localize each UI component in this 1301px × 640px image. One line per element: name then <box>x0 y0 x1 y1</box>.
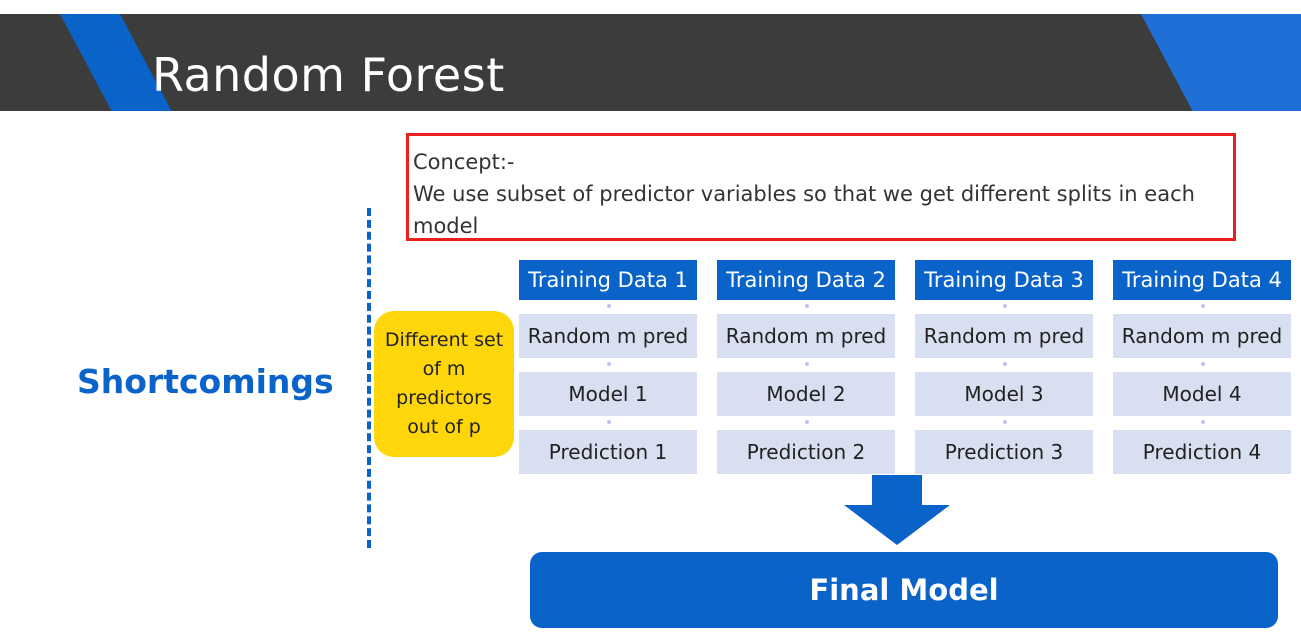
title-accent-right <box>1141 14 1301 111</box>
random-pred-box: Random m pred <box>519 314 697 358</box>
connector <box>1113 358 1291 372</box>
connector <box>1113 300 1291 314</box>
connector <box>915 300 1093 314</box>
model-box: Model 3 <box>915 372 1093 416</box>
slide-title: Random Forest <box>152 48 505 102</box>
concept-text: We use subset of predictor variables so … <box>413 182 1195 238</box>
pipeline-column-2: Training Data 2 Random m pred Model 2 Pr… <box>717 260 895 474</box>
training-data-box: Training Data 4 <box>1113 260 1291 300</box>
prediction-box: Prediction 3 <box>915 430 1093 474</box>
prediction-box: Prediction 2 <box>717 430 895 474</box>
concept-label: Concept:- <box>413 150 515 174</box>
training-data-box: Training Data 2 <box>717 260 895 300</box>
connector <box>1113 416 1291 430</box>
down-arrow-icon <box>844 475 950 545</box>
connector <box>519 358 697 372</box>
pipeline-column-3: Training Data 3 Random m pred Model 3 Pr… <box>915 260 1093 474</box>
connector <box>717 300 895 314</box>
random-pred-box: Random m pred <box>1113 314 1291 358</box>
final-model-box: Final Model <box>530 552 1278 628</box>
shortcomings-heading: Shortcomings <box>77 362 334 401</box>
model-box: Model 4 <box>1113 372 1291 416</box>
training-data-box: Training Data 1 <box>519 260 697 300</box>
training-data-box: Training Data 3 <box>915 260 1093 300</box>
connector <box>519 416 697 430</box>
model-box: Model 1 <box>519 372 697 416</box>
connector <box>915 416 1093 430</box>
connector <box>717 358 895 372</box>
concept-box: Concept:- We use subset of predictor var… <box>406 133 1236 241</box>
pipeline-column-1: Training Data 1 Random m pred Model 1 Pr… <box>519 260 697 474</box>
connector <box>519 300 697 314</box>
connector <box>915 358 1093 372</box>
predictor-subset-note: Different set of m predictors out of p <box>374 311 514 457</box>
prediction-box: Prediction 1 <box>519 430 697 474</box>
prediction-box: Prediction 4 <box>1113 430 1291 474</box>
random-pred-box: Random m pred <box>915 314 1093 358</box>
connector <box>717 416 895 430</box>
title-bar: Random Forest <box>0 14 1301 111</box>
random-pred-box: Random m pred <box>717 314 895 358</box>
model-box: Model 2 <box>717 372 895 416</box>
pipeline-column-4: Training Data 4 Random m pred Model 4 Pr… <box>1113 260 1291 474</box>
dashed-divider <box>367 208 371 548</box>
